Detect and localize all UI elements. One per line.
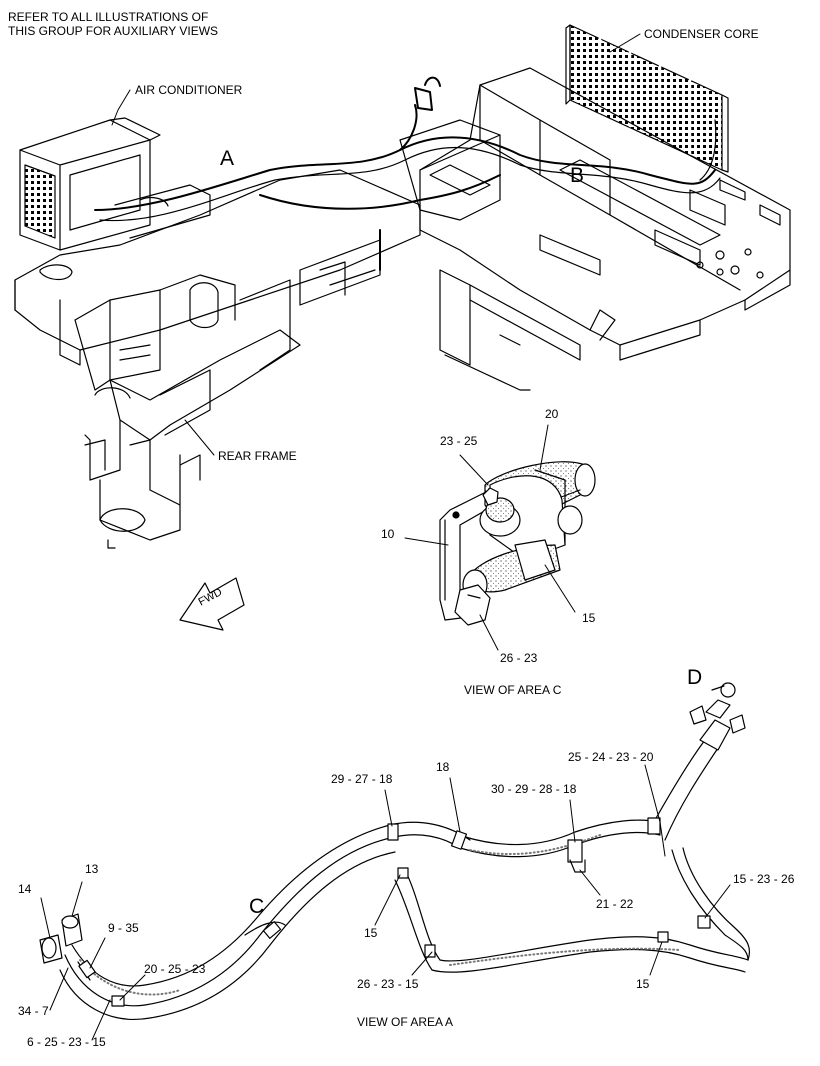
- callout-15-right: 15: [636, 977, 650, 991]
- view-a-drawing: [39, 682, 751, 1020]
- auxiliary-views-note: REFER TO ALL ILLUSTRATIONS OF THIS GROUP…: [8, 10, 218, 38]
- machine-frame-drawing: [14, 67, 791, 549]
- area-letter-d: D: [687, 666, 703, 689]
- callout-26-23: 26 - 23: [500, 651, 538, 665]
- rear-frame-label: REAR FRAME: [218, 449, 297, 463]
- callout-34-7: 34 - 7: [18, 1004, 49, 1018]
- view-a-caption: VIEW OF AREA A: [357, 1015, 454, 1029]
- view-c-caption: VIEW OF AREA C: [464, 683, 562, 697]
- callout-15-23-26: 15 - 23 - 26: [733, 872, 795, 886]
- condenser-core-drawing: [565, 24, 729, 181]
- note-line-2: THIS GROUP FOR AUXILIARY VIEWS: [8, 24, 219, 38]
- callout-23-25: 23 - 25: [440, 434, 478, 448]
- callout-9-35: 9 - 35: [108, 921, 139, 935]
- fwd-arrow: [179, 577, 245, 631]
- area-letter-a: A: [220, 147, 235, 170]
- callout-25-24-23-20: 25 - 24 - 23 - 20: [568, 750, 654, 764]
- upper-hose-routing: [94, 76, 721, 271]
- callout-21-22: 21 - 22: [596, 897, 634, 911]
- callout-18: 18: [436, 760, 450, 774]
- leader-lines: [40, 33, 731, 1041]
- air-conditioner-label: AIR CONDITIONER: [135, 83, 243, 97]
- callout-29-27-18: 29 - 27 - 18: [331, 772, 393, 786]
- callout-13: 13: [85, 862, 99, 876]
- note-line-1: REFER TO ALL ILLUSTRATIONS OF: [8, 10, 209, 24]
- callout-20-25-23: 20 - 25 - 23: [144, 962, 206, 976]
- callout-10: 10: [381, 527, 395, 541]
- condenser-core-label: CONDENSER CORE: [644, 27, 759, 41]
- callout-30-29-28-18: 30 - 29 - 28 - 18: [491, 782, 577, 796]
- view-c-drawing: [439, 461, 596, 626]
- callout-14: 14: [18, 882, 32, 896]
- callout-20: 20: [545, 407, 559, 421]
- callout-26-23-15: 26 - 23 - 15: [357, 977, 419, 991]
- callout-15-view-c: 15: [582, 611, 596, 625]
- area-letter-c: C: [249, 895, 265, 918]
- callout-6-25-23-15: 6 - 25 - 23 - 15: [27, 1035, 106, 1049]
- area-letter-b: B: [570, 164, 585, 187]
- callout-15-left: 15: [364, 926, 378, 940]
